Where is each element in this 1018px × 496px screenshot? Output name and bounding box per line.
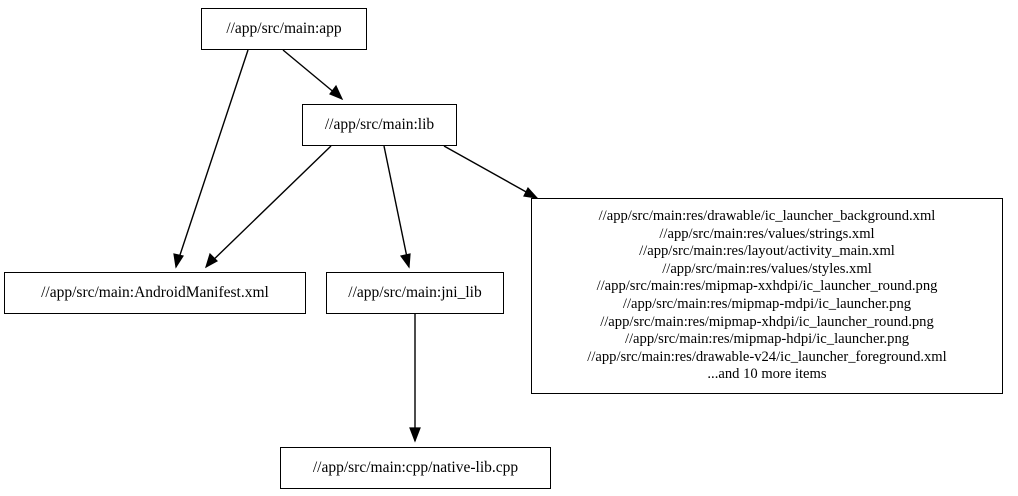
graph-node-label-app: //app/src/main:app xyxy=(226,20,342,38)
graph-node-app[interactable]: //app/src/main:app xyxy=(201,8,367,50)
edges-group xyxy=(173,49,539,443)
graph-node-label-manifest: //app/src/main:AndroidManifest.xml xyxy=(41,284,269,302)
edge-app-to-manifest xyxy=(175,49,249,268)
graph-node-res[interactable]: //app/src/main:res/drawable/ic_launcher_… xyxy=(531,198,1003,394)
arrowhead-lib-to-jni_lib xyxy=(399,253,411,269)
arrowhead-lib-to-manifest xyxy=(204,252,218,269)
graph-node-jni_lib[interactable]: //app/src/main:jni_lib xyxy=(326,272,504,314)
graph-node-native_lib[interactable]: //app/src/main:cpp/native-lib.cpp xyxy=(280,447,551,489)
arrowhead-app-to-lib xyxy=(329,84,344,101)
graph-node-label-jni_lib: //app/src/main:jni_lib xyxy=(348,284,482,302)
arrowhead-lib-to-res xyxy=(523,186,539,199)
arrowhead-app-to-manifest xyxy=(173,253,184,269)
graph-node-lib[interactable]: //app/src/main:lib xyxy=(302,104,457,146)
edge-lib-to-res xyxy=(443,145,538,199)
edge-lib-to-manifest xyxy=(205,145,332,268)
arrowhead-jni_lib-to-native_lib xyxy=(409,427,421,443)
graph-node-label-res: //app/src/main:res/drawable/ic_launcher_… xyxy=(587,208,947,383)
graph-node-manifest[interactable]: //app/src/main:AndroidManifest.xml xyxy=(4,272,306,314)
edge-lib-to-jni_lib xyxy=(383,145,410,268)
graph-node-label-native_lib: //app/src/main:cpp/native-lib.cpp xyxy=(312,459,519,477)
graph-node-label-lib: //app/src/main:lib xyxy=(324,116,435,134)
